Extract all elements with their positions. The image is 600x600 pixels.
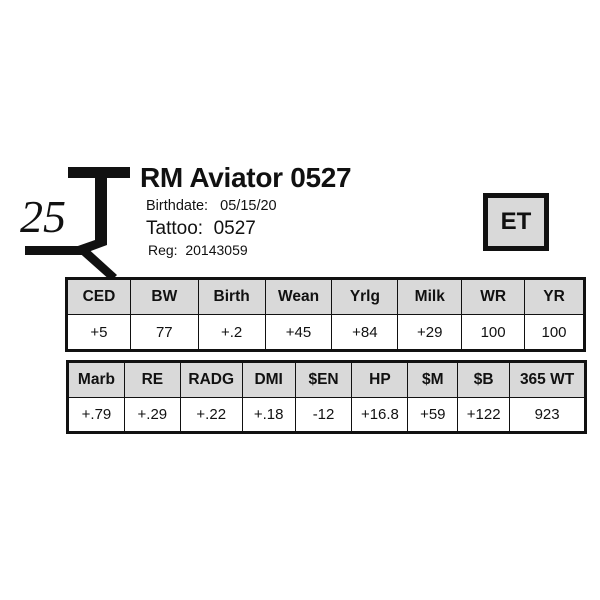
table-cell: +29: [397, 314, 463, 351]
column-header: Birth: [197, 278, 266, 315]
birthdate-value: 05/15/20: [220, 198, 277, 214]
table-cell: +.18: [241, 397, 296, 433]
column-header: $M: [407, 361, 459, 398]
table-cell: +59: [407, 397, 459, 433]
table-cell: +.2: [197, 314, 266, 351]
et-badge: ET: [483, 193, 549, 251]
birthdate-line: Birthdate: 05/15/20: [146, 198, 277, 214]
column-header: Wean: [264, 278, 333, 315]
table-cell: 923: [509, 397, 586, 433]
reg-label: Reg:: [148, 242, 178, 258]
column-header: HP: [351, 361, 409, 398]
column-header: $EN: [294, 361, 353, 398]
table-cell: +.22: [179, 397, 243, 433]
table-cell: +.29: [123, 397, 181, 433]
column-header: DMI: [241, 361, 296, 398]
table-cell: +45: [264, 314, 333, 351]
table-cell: +.79: [67, 397, 125, 433]
column-header: WR: [461, 278, 526, 315]
column-header: 365 WT: [509, 361, 586, 398]
birthdate-label: Birthdate:: [146, 198, 209, 214]
animal-name: RM Aviator 0527: [140, 162, 352, 193]
reg-value: 20143059: [185, 242, 248, 258]
table-cell: 100: [524, 314, 585, 351]
column-header: YR: [524, 278, 585, 315]
svg-text:25: 25: [20, 191, 66, 242]
tattoo-label: Tattoo:: [146, 218, 204, 239]
column-header: Milk: [397, 278, 463, 315]
column-header: RE: [123, 361, 181, 398]
column-header: RADG: [179, 361, 243, 398]
column-header: Marb: [67, 361, 125, 398]
column-header: CED: [66, 278, 131, 315]
table-cell: 77: [129, 314, 199, 351]
table-cell: +16.8: [351, 397, 409, 433]
brand-logo: 25: [0, 150, 140, 290]
table-cell: -12: [294, 397, 353, 433]
column-header: Yrlg: [331, 278, 399, 315]
table-cell: +84: [331, 314, 399, 351]
table-cell: +5: [66, 314, 131, 351]
column-header: $B: [457, 361, 511, 398]
reg-line: Reg: 20143059: [148, 242, 248, 258]
tattoo-line: Tattoo: 0527: [146, 218, 256, 240]
column-header: BW: [129, 278, 199, 315]
tattoo-value: 0527: [213, 218, 256, 239]
table-cell: +122: [457, 397, 511, 433]
table-cell: 100: [461, 314, 526, 351]
